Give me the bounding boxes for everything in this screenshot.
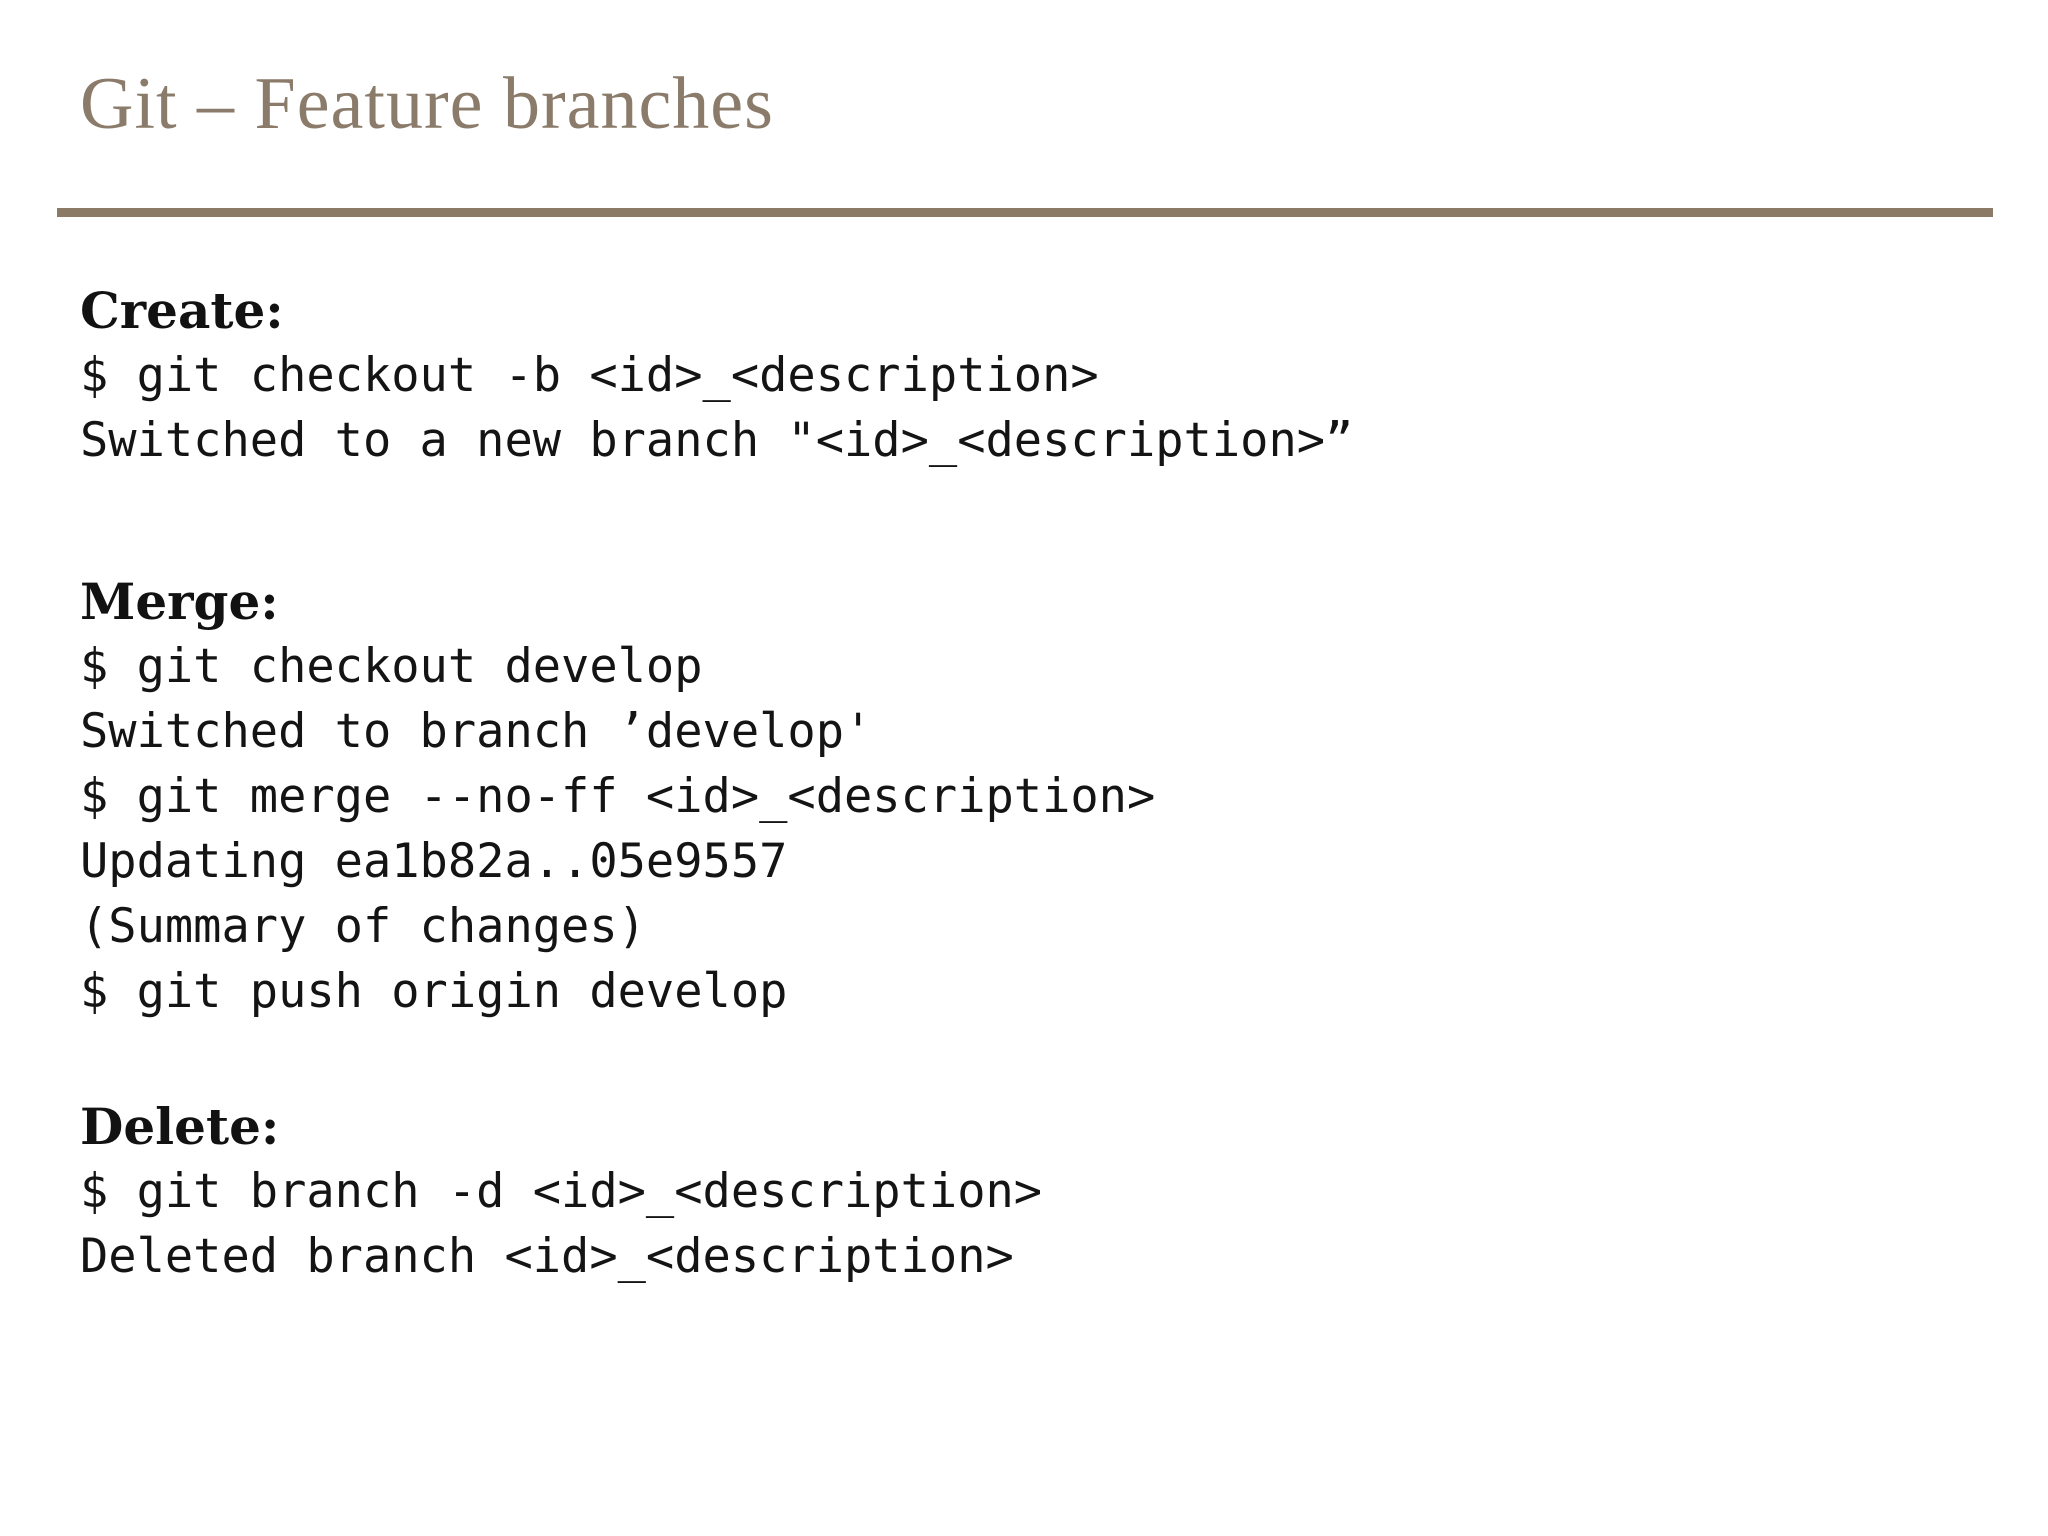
slide-body: Create: $ git checkout -b <id>_<descript… bbox=[80, 278, 1988, 1289]
code-line: Updating ea1b82a..05e9557 bbox=[80, 834, 788, 889]
code-line: $ git branch -d <id>_<description> bbox=[80, 1164, 1043, 1219]
code-line: Switched to branch ’develop' bbox=[80, 704, 873, 759]
section-create: Create: $ git checkout -b <id>_<descript… bbox=[80, 278, 1988, 473]
code-line: $ git push origin develop bbox=[80, 964, 788, 1019]
code-line: (Summary of changes) bbox=[80, 899, 646, 954]
code-line: $ git merge --no-ff <id>_<description> bbox=[80, 769, 1156, 824]
code-line: Deleted branch <id>_<description> bbox=[80, 1229, 1014, 1284]
section-heading-merge: Merge: bbox=[80, 572, 279, 631]
code-line: $ git checkout develop bbox=[80, 639, 703, 694]
section-heading-delete: Delete: bbox=[80, 1097, 280, 1156]
section-delete: Delete: $ git branch -d <id>_<descriptio… bbox=[80, 1094, 1988, 1289]
section-heading-create: Create: bbox=[80, 281, 284, 340]
title-underline-rule bbox=[57, 208, 1993, 217]
section-merge: Merge: $ git checkout develop Switched t… bbox=[80, 569, 1988, 1024]
code-line: Switched to a new branch "<id>_<descript… bbox=[80, 413, 1354, 468]
code-line: $ git checkout -b <id>_<description> bbox=[80, 348, 1099, 403]
page-title: Git – Feature branches bbox=[80, 63, 774, 145]
